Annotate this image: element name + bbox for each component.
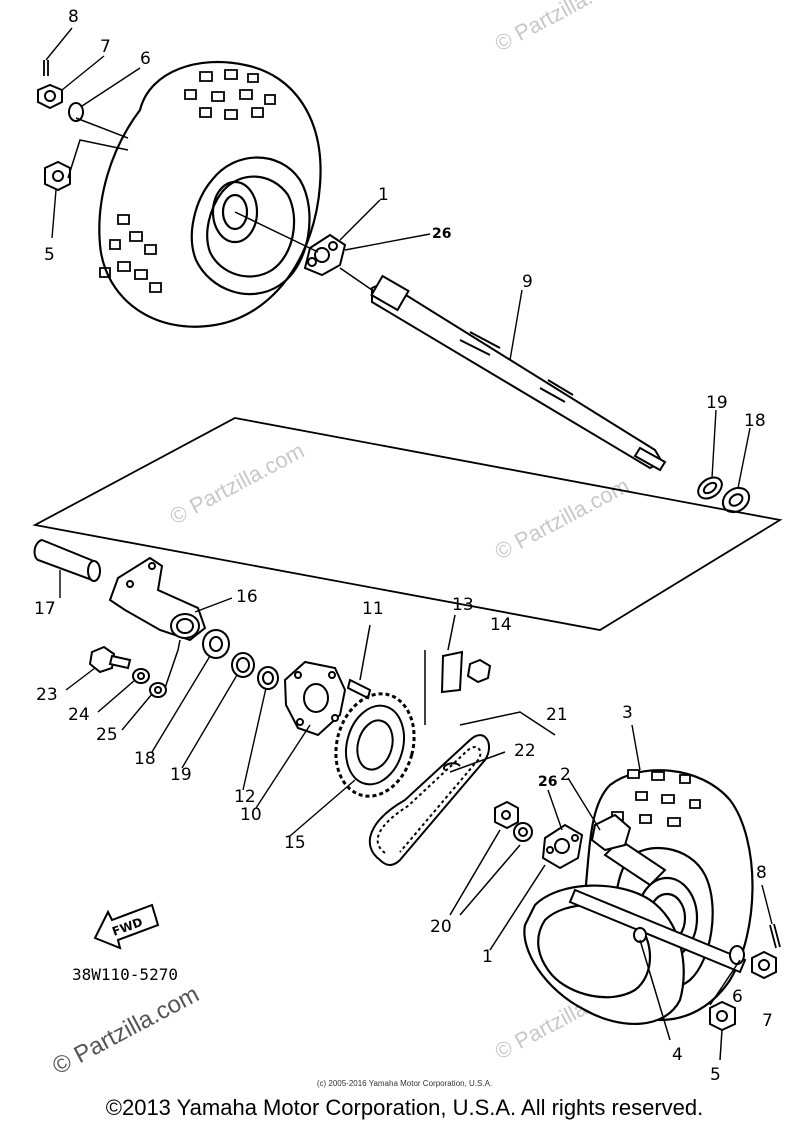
callout-leaders bbox=[46, 28, 772, 924]
callout-26: 26 bbox=[432, 226, 451, 242]
cotter-pin-8-lower bbox=[770, 924, 780, 948]
callout-8: 8 bbox=[68, 7, 79, 27]
callout-9: 9 bbox=[522, 272, 533, 292]
diagram-part-number: 38W110-5270 bbox=[72, 965, 178, 984]
spacer-4 bbox=[634, 928, 646, 942]
nut-14 bbox=[468, 660, 490, 682]
callout-6-lower: 6 bbox=[732, 987, 743, 1007]
callout-18-lower: 18 bbox=[134, 749, 156, 769]
sprocket-15 bbox=[325, 685, 425, 805]
leader-line bbox=[450, 712, 555, 772]
stud-bolt-11 bbox=[348, 680, 370, 698]
callout-4: 4 bbox=[672, 1045, 683, 1065]
callout-8-lower: 8 bbox=[756, 863, 767, 883]
callout-25: 25 bbox=[96, 725, 118, 745]
leader-line bbox=[68, 118, 128, 178]
callout-21: 21 bbox=[546, 705, 568, 725]
callout-22: 22 bbox=[514, 741, 536, 761]
callout-5-lower: 5 bbox=[710, 1065, 721, 1085]
callout-11: 11 bbox=[362, 599, 384, 619]
fwd-arrow-icon: FWD bbox=[95, 905, 158, 948]
sprocket-hub-10 bbox=[285, 662, 345, 735]
leader-line bbox=[640, 940, 740, 1060]
callout-3: 3 bbox=[622, 703, 633, 723]
nut-7-top bbox=[38, 85, 62, 108]
callout-1: 1 bbox=[378, 185, 389, 205]
nut-7-lower bbox=[752, 952, 776, 978]
callout-20: 20 bbox=[430, 917, 452, 937]
callout-2: 2 bbox=[560, 765, 571, 785]
callout-numbers: 8 7 6 5 1 26 9 19 18 17 16 11 13 14 23 2… bbox=[34, 7, 773, 1085]
leader-line bbox=[360, 625, 370, 680]
callout-23: 23 bbox=[36, 685, 58, 705]
hub-2 bbox=[592, 815, 630, 850]
callout-12: 12 bbox=[234, 787, 256, 807]
callout-19: 19 bbox=[706, 393, 728, 413]
callout-5: 5 bbox=[44, 245, 55, 265]
lock-plate-13 bbox=[442, 652, 462, 692]
bearing-18-top bbox=[718, 483, 754, 517]
washer-6-top bbox=[69, 103, 83, 121]
rear-axle bbox=[372, 276, 665, 470]
washer-20 bbox=[514, 823, 532, 841]
seal-12 bbox=[258, 667, 278, 689]
drive-chain-21 bbox=[370, 735, 489, 865]
callout-16: 16 bbox=[236, 587, 258, 607]
assembly-outline bbox=[35, 418, 780, 630]
callout-24: 24 bbox=[68, 705, 90, 725]
watermark: © Partzilla.com bbox=[166, 438, 309, 530]
watermark: © Partzilla.com bbox=[48, 981, 203, 1081]
callout-14: 14 bbox=[490, 615, 512, 635]
seal-19-top bbox=[694, 473, 726, 503]
callout-7-lower: 7 bbox=[762, 1011, 773, 1031]
watermark: © Partzilla.com bbox=[491, 473, 634, 565]
callout-13: 13 bbox=[452, 595, 474, 615]
nut-5-lower bbox=[710, 1002, 735, 1030]
seal-19-lower bbox=[232, 653, 254, 677]
callout-19-lower: 19 bbox=[170, 765, 192, 785]
bearing-18-lower bbox=[203, 630, 229, 658]
sleeve-17 bbox=[35, 540, 100, 581]
callout-17: 17 bbox=[34, 599, 56, 619]
leader-line bbox=[235, 212, 318, 252]
washer-24 bbox=[133, 669, 149, 683]
bolt-23 bbox=[90, 647, 130, 672]
axle-lower-assembly bbox=[570, 840, 745, 972]
nut-5-top bbox=[45, 162, 70, 190]
axle-housing-16 bbox=[110, 558, 205, 640]
leader-line bbox=[425, 615, 455, 725]
cotter-pin-8-top bbox=[44, 60, 48, 76]
leader-line bbox=[450, 830, 545, 950]
callout-1-lower: 1 bbox=[482, 947, 493, 967]
watermark: © Partzilla.com bbox=[491, 0, 634, 56]
leader-line bbox=[340, 268, 372, 290]
callout-26-lower: 26 bbox=[538, 774, 557, 790]
leader-line bbox=[165, 640, 180, 688]
callout-18: 18 bbox=[744, 411, 766, 431]
callout-6: 6 bbox=[140, 49, 151, 69]
callout-7: 7 bbox=[100, 37, 111, 57]
hub-1-top bbox=[305, 235, 345, 275]
footer-small-copyright: (c) 2005-2016 Yamaha Motor Corporation, … bbox=[316, 1079, 493, 1088]
front-wheel-tire-left bbox=[99, 62, 320, 327]
callout-10: 10 bbox=[240, 805, 262, 825]
nut-20 bbox=[495, 802, 518, 828]
footer-copyright: ©2013 Yamaha Motor Corporation, U.S.A. A… bbox=[105, 1095, 704, 1120]
hub-1-lower bbox=[543, 825, 582, 868]
callout-15: 15 bbox=[284, 833, 306, 853]
washer-25 bbox=[150, 683, 166, 697]
chain-joint-22 bbox=[444, 763, 460, 770]
washer-6-lower bbox=[730, 946, 744, 964]
